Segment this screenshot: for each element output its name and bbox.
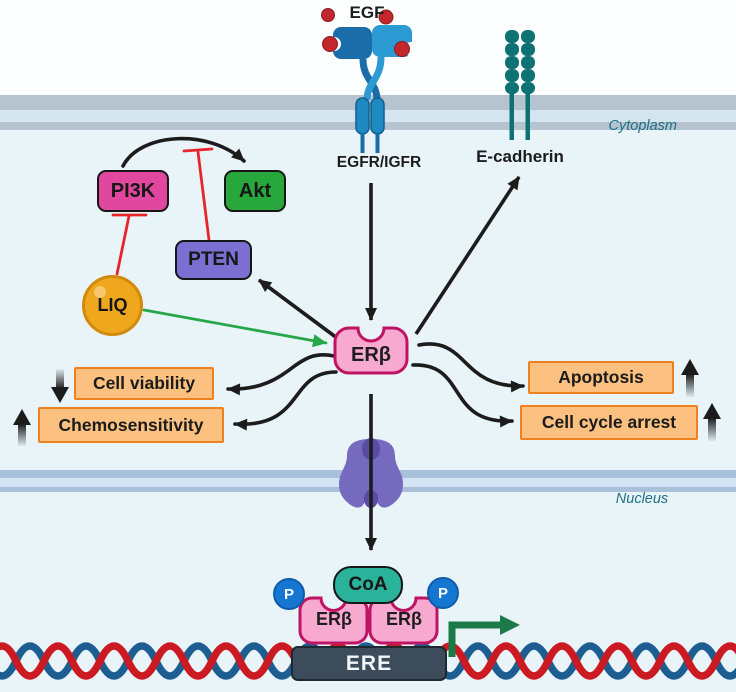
pi3k-node: PI3K: [97, 170, 169, 212]
chemosensitivity-box: Chemosensitivity: [38, 407, 224, 443]
trend-arrow-up-apoptosis: [681, 359, 699, 397]
cell-viability-box: Cell viability: [74, 367, 214, 400]
inhibition-pten-pi3kakt: [182, 147, 214, 242]
cytoplasm-label: Cytoplasm: [608, 118, 678, 134]
trend-arrow-up-cellcyclearrest: [703, 403, 721, 441]
transcription-arrow: [448, 615, 520, 657]
e-cadherin-molecule: [505, 30, 535, 140]
coa-node: CoA: [333, 566, 403, 604]
cell-cycle-arrest-box: Cell cycle arrest: [520, 405, 698, 440]
erb-dimer-shapes: [298, 596, 439, 645]
erb-receptor-shape: [333, 326, 409, 375]
egfr-igfr-label: EGFR/IGFR: [336, 154, 422, 171]
inhibition-liq-pi3k: [111, 213, 148, 276]
pten-node: PTEN: [175, 240, 252, 280]
liq-node: LIQ: [82, 275, 143, 336]
phospho-badge-left: P: [273, 578, 305, 610]
erb-dimer-left-label: ERβ: [316, 609, 352, 629]
e-cadherin-label: E-cadherin: [476, 147, 564, 166]
nucleus-label: Nucleus: [615, 491, 669, 507]
trend-arrow-up-chemosensitivity: [13, 409, 31, 446]
apoptosis-box: Apoptosis: [528, 361, 674, 394]
liq-highlight: [94, 286, 106, 298]
arrow-erb-cellcyclearrest: [411, 363, 514, 428]
egfr-receptor: [327, 25, 418, 153]
ere-box: ERE: [291, 646, 447, 681]
arrow-erb-chemosensitivity: [233, 370, 338, 431]
phospho-badge-right: P: [427, 577, 459, 609]
trend-arrow-down-cellviability: [51, 369, 69, 403]
arrow-erb-apoptosis: [417, 342, 525, 393]
arrow-erb-pten: [257, 278, 339, 340]
arrow-erb-cellviability: [226, 353, 336, 396]
erb-label: ERβ: [351, 344, 391, 366]
akt-node: Akt: [224, 170, 286, 212]
liq-label: LIQ: [97, 295, 128, 315]
erb-dimer-right-label: ERβ: [386, 609, 422, 629]
arrow-erb-ecadherin: [414, 176, 521, 335]
egf-ligand-dots: [321, 8, 410, 57]
egf-label: EGF: [349, 3, 385, 22]
arrow-pi3k-akt: [121, 136, 246, 168]
arrow-liq-erb: [142, 308, 328, 348]
